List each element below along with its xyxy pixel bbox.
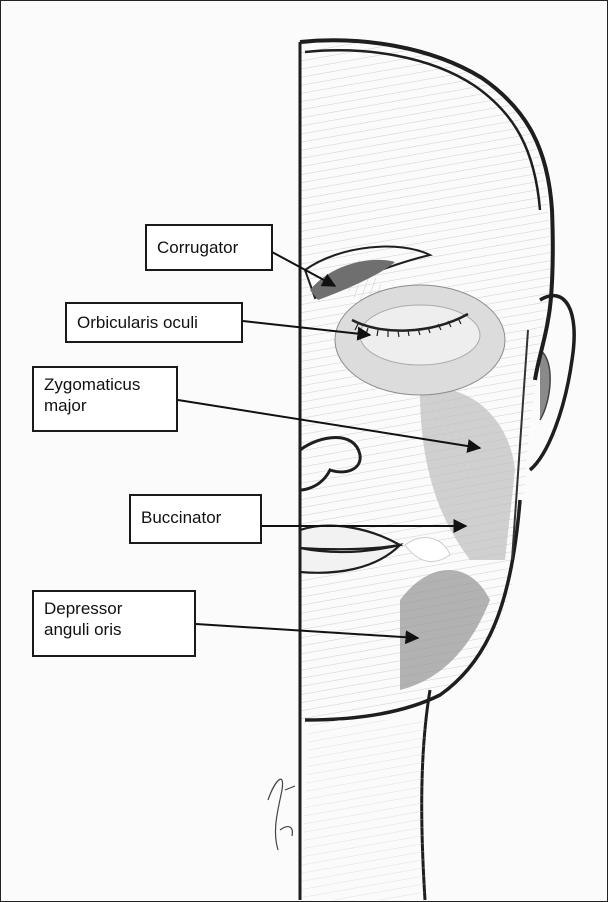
arrow-depressor [195, 623, 420, 645]
nose [299, 436, 362, 492]
label-buccinator-text: Buccinator [141, 508, 222, 527]
ear [528, 293, 576, 472]
label-orbicularis-oculi: Orbicularis oculi [65, 302, 243, 343]
label-zygomaticus-major: Zygomaticus major [32, 366, 178, 432]
depressor-muscle [400, 570, 490, 690]
arrow-corrugator [271, 251, 337, 287]
label-zygomaticus-line2: major [44, 396, 87, 415]
label-corrugator-text: Corrugator [157, 238, 239, 257]
artist-signature [267, 778, 296, 851]
head-outline [299, 38, 555, 381]
label-buccinator: Buccinator [129, 494, 262, 544]
arrow-zygomaticus [177, 399, 482, 453]
corrugator-muscle [310, 259, 395, 300]
jaw-outline [304, 499, 522, 722]
label-zygomaticus-line1: Zygomaticus [44, 375, 141, 394]
eyelid [351, 312, 469, 332]
label-depressor-line2: anguli oris [44, 620, 122, 639]
arrow-orbicularis [242, 320, 372, 341]
label-depressor-line1: Depressor [44, 599, 123, 618]
label-depressor-anguli-oris: Depressor anguli oris [32, 590, 196, 657]
label-corrugator: Corrugator [145, 224, 273, 271]
label-orbicularis-oculi-text: Orbicularis oculi [77, 313, 198, 332]
